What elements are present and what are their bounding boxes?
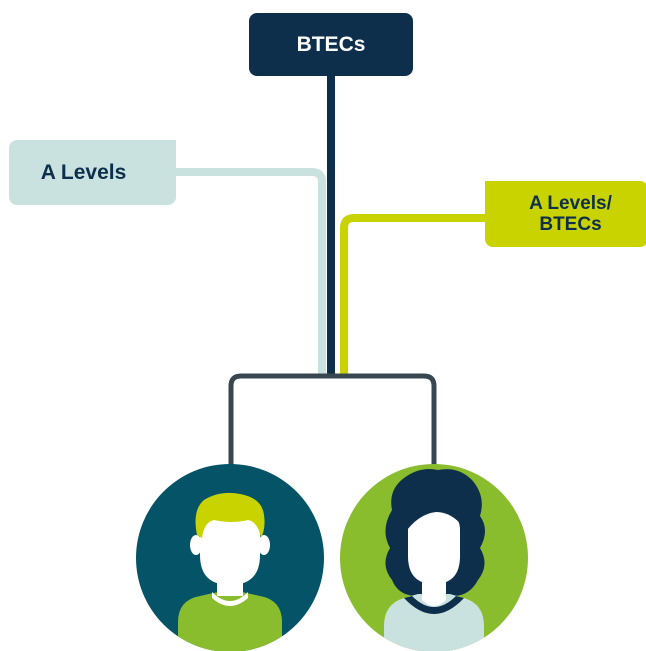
alevels-btecs-label-line1: A Levels/ <box>529 193 612 214</box>
alevels-node: A Levels <box>9 140 176 205</box>
alevels-connector <box>170 168 326 375</box>
btecs-node: BTECs <box>249 13 413 76</box>
mixed-connector <box>340 214 490 375</box>
btecs-label: BTECs <box>296 32 366 56</box>
student-boy-avatar <box>136 464 324 651</box>
alevels-btecs-label-line2: BTECs <box>539 214 602 235</box>
branch-connector <box>228 373 437 470</box>
student-girl-avatar <box>340 464 528 651</box>
alevels-label: A Levels <box>40 160 127 184</box>
alevels-btecs-node: A Levels/ BTECs <box>485 181 646 247</box>
